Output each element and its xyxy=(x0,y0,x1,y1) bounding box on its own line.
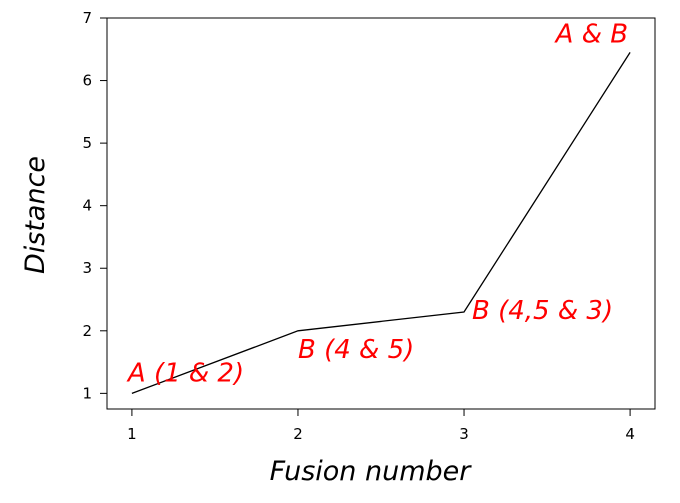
y-tick-label: 7 xyxy=(82,9,92,27)
distance-series-line xyxy=(131,52,631,395)
y-tick-label: 2 xyxy=(82,322,92,340)
x-tick-label: 1 xyxy=(127,425,137,443)
x-axis-title: Fusion number xyxy=(270,456,473,487)
x-axis-ticks: 1 2 3 4 xyxy=(127,409,635,443)
y-tick-label: 5 xyxy=(82,134,92,152)
y-axis-title: Distance xyxy=(20,156,51,274)
x-tick-label: 2 xyxy=(293,425,303,443)
point-label: A & B xyxy=(554,19,628,49)
point-label: B (4,5 & 3) xyxy=(472,296,613,326)
y-tick-label: 1 xyxy=(82,384,92,402)
y-tick-label: 4 xyxy=(82,197,92,215)
y-tick-label: 3 xyxy=(82,259,92,277)
point-label: A (1 & 2) xyxy=(126,358,244,388)
plot-frame xyxy=(106,17,656,410)
x-tick-label: 4 xyxy=(625,425,635,443)
y-tick-label: 6 xyxy=(82,72,92,90)
y-axis-ticks: 1 2 3 4 5 6 7 xyxy=(82,9,107,402)
point-label: B (4 & 5) xyxy=(298,335,414,365)
point-labels: A (1 & 2) B (4 & 5) B (4,5 & 3) A & B xyxy=(126,19,628,388)
x-tick-label: 3 xyxy=(459,425,469,443)
